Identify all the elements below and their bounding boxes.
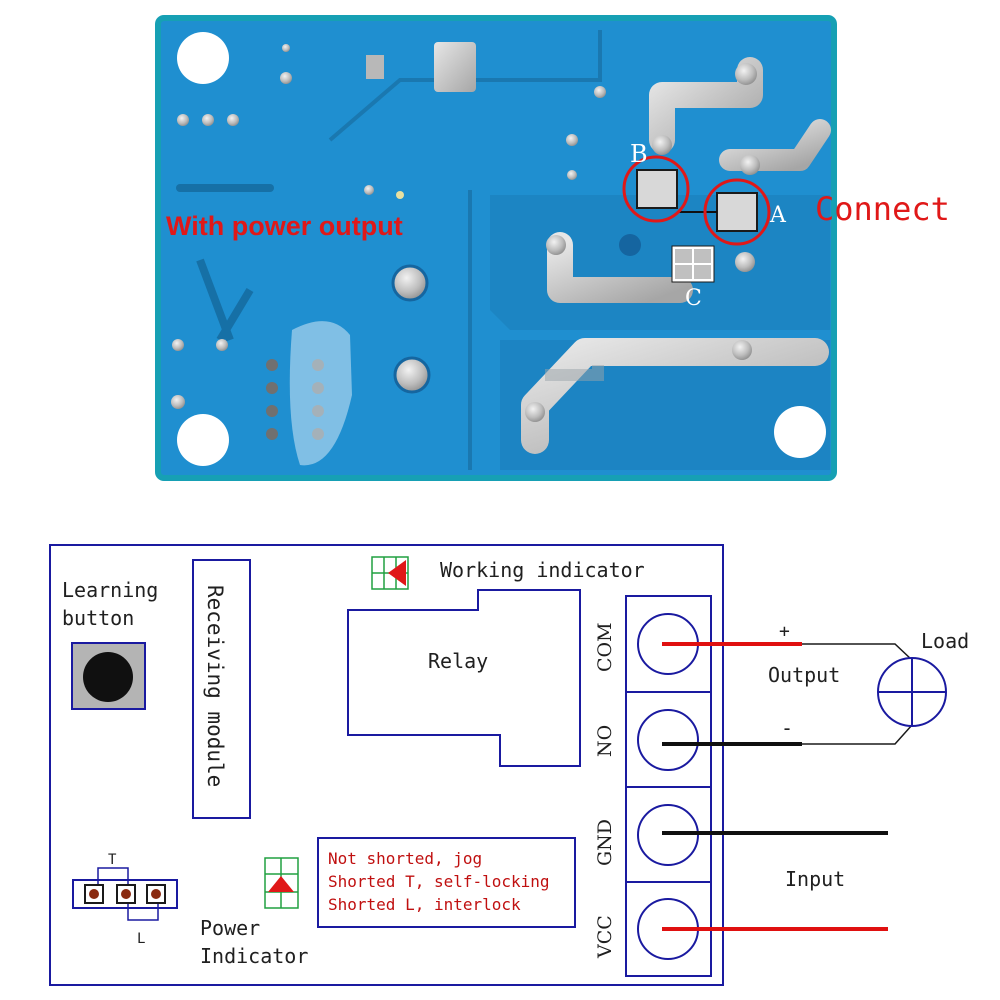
solder-pad <box>391 264 429 302</box>
mode-note-text: Not shorted, jog Shorted T, self-locking… <box>328 849 559 914</box>
solder-pad <box>732 340 752 360</box>
pcb-photo: B A C With power output Connect <box>155 15 950 481</box>
learning-button-label: Learning button <box>62 578 170 630</box>
mode-note-line: Shorted L, interlock <box>328 895 521 914</box>
load-wire-top <box>802 643 913 661</box>
solder-pad <box>396 191 404 199</box>
solder-pad-large <box>434 42 476 92</box>
terminal-label-com: COM <box>594 622 616 672</box>
schematic: Learning button Receiving module Working… <box>49 544 969 986</box>
learning-button <box>71 642 146 710</box>
solder-pad <box>619 234 641 256</box>
mount-hole <box>177 32 229 84</box>
mode-note-box <box>317 837 576 928</box>
working-indicator-label: Working indicator <box>440 558 645 582</box>
trace-line <box>216 287 254 343</box>
solder-pad <box>594 86 606 98</box>
power-indicator-line: Indicator <box>200 944 308 968</box>
smd-pad-c <box>671 245 715 283</box>
solder-pad <box>525 402 545 422</box>
board-outline <box>49 544 724 986</box>
solder-pad <box>227 114 239 126</box>
solder-trace <box>545 365 604 381</box>
input-label: Input <box>785 867 845 891</box>
solder-pad <box>393 356 431 394</box>
marker-circle-b <box>622 155 690 223</box>
terminal-block <box>625 595 712 977</box>
solder-trace <box>547 232 693 303</box>
mode-note-line: Shorted T, self-locking <box>328 872 550 891</box>
smd-pad-a <box>716 192 758 232</box>
working-indicator-led <box>371 556 409 590</box>
load-label: Load <box>921 629 969 653</box>
power-indicator-line: Power <box>200 916 260 940</box>
smd-pad-b <box>636 169 678 209</box>
pad-label-c: C <box>685 286 702 311</box>
solder-pad <box>546 235 566 255</box>
terminal-label-vcc: VCC <box>594 915 616 959</box>
jumper-header <box>72 867 178 921</box>
mount-hole <box>774 406 826 458</box>
trace-line <box>328 30 602 142</box>
pad-label-a: A <box>769 203 787 228</box>
pad-label-b: B <box>630 140 648 168</box>
solder-pad <box>172 339 184 351</box>
plus-sign: + <box>779 621 790 642</box>
solder-pad <box>177 114 189 126</box>
solder-pad <box>171 395 185 409</box>
mode-note-line: Not shorted, jog <box>328 849 482 868</box>
load-lamp-icon <box>877 657 947 727</box>
solder-pad <box>566 134 578 146</box>
solder-pad <box>282 44 290 52</box>
terminal-label-gnd: GND <box>594 819 616 866</box>
solder-pad <box>652 135 672 155</box>
solder-pad <box>735 63 757 85</box>
learning-button-line: Learning <box>62 578 158 602</box>
receiving-module-label: Receiving module <box>203 585 227 787</box>
mount-hole <box>177 414 229 466</box>
solder-pad <box>740 155 760 175</box>
solder-pad <box>735 252 755 272</box>
solder-pad <box>364 185 374 195</box>
flux-residue <box>289 321 352 466</box>
solder-pad <box>366 55 384 79</box>
marker-circle-a <box>703 178 771 246</box>
solder-pad <box>567 170 577 180</box>
relay-outline <box>347 589 581 767</box>
solder-pad <box>216 339 228 351</box>
power-indicator-led <box>264 857 299 909</box>
jumper-label-t: T <box>108 852 117 868</box>
jumper-label-l: L <box>137 931 145 947</box>
solder-pad <box>202 114 214 126</box>
power-output-label: With power output <box>166 211 403 241</box>
output-label: Output <box>768 663 840 687</box>
learning-button-line: button <box>62 606 134 630</box>
power-indicator-label: Power Indicator <box>200 916 308 968</box>
pcb-board-edge <box>155 15 837 481</box>
connect-label: Connect <box>815 190 950 228</box>
minus-sign: - <box>781 716 793 740</box>
solder-pad <box>280 72 292 84</box>
load-wire-bottom <box>802 724 913 745</box>
relay-label: Relay <box>428 649 488 673</box>
terminal-label-no: NO <box>594 725 616 757</box>
receiving-module <box>192 559 251 819</box>
